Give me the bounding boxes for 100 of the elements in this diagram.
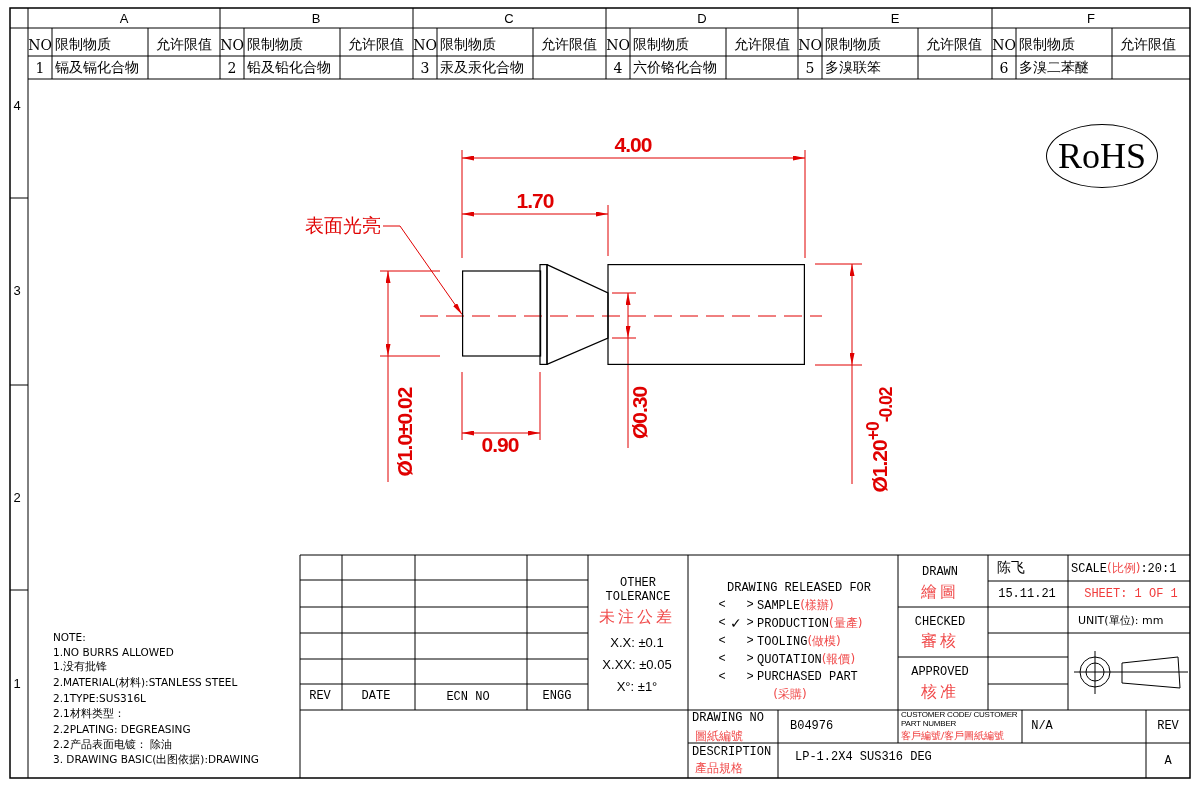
dimension-text: 4.00 (614, 133, 652, 157)
note-text: 2.1TYPE:SUS316L (53, 692, 146, 704)
note-text: 2.1材料类型： (53, 707, 125, 721)
bracket-text: < (718, 616, 726, 630)
field-label: APPROVED (911, 665, 969, 679)
column-header: 限制物质 (55, 36, 111, 54)
note-text: NOTE: (53, 631, 86, 643)
tolerance-value: X.XX: ±0.05 (602, 656, 672, 672)
bracket-text: < (718, 634, 726, 648)
note-text: 1.没有批锋 (53, 660, 108, 674)
column-header: 允许限值 (734, 36, 790, 54)
table-text: 铅及铅化合物 (247, 59, 331, 77)
field-label: 圖紙編號 (695, 727, 743, 745)
column-header: 允许限值 (926, 36, 982, 54)
field-label: 繪圖 (921, 581, 959, 603)
column-header: 限制物质 (1019, 36, 1075, 54)
bracket-text: < (718, 652, 726, 666)
tolerance-title: 未注公差 (599, 606, 675, 628)
column-header: NO (28, 37, 52, 53)
bracket-text: > (746, 616, 754, 630)
note-text: 2.2PLATING: DEGREASING (53, 723, 191, 735)
column-header: 限制物质 (247, 36, 303, 54)
field-value: LP-1.2X4 SUS316 DEG (795, 750, 932, 764)
field-label: 核准 (921, 681, 959, 703)
tolerance-value: X.X: ±0.1 (610, 634, 664, 650)
column-header: REV (309, 689, 331, 703)
field-value: N/A (1031, 719, 1053, 733)
field-label: CUSTOMER CODE/ CUSTOMER PART NUMBER (901, 710, 1019, 728)
bracket-text: > (746, 652, 754, 666)
leader-line (382, 225, 463, 315)
bracket-text: > (746, 598, 754, 612)
pin-drawing (462, 264, 805, 365)
dimension-text: 0.90 (481, 433, 519, 457)
option-text: (報價) (821, 650, 856, 668)
column-header: NO (992, 37, 1016, 53)
release-title: DRAWING RELEASED FOR (727, 581, 871, 595)
field-value: A (1164, 754, 1172, 768)
column-header: DATE (361, 689, 391, 703)
column-header: ENGG (542, 689, 572, 703)
option-text: (采購) (773, 685, 807, 703)
field-label: 產品規格 (695, 759, 743, 777)
field-label: DRAWN (922, 565, 958, 579)
column-header: 允许限值 (156, 36, 212, 54)
table-text: 汞及汞化合物 (440, 59, 524, 77)
field-value: B04976 (790, 719, 834, 733)
bracket-text: > (746, 670, 754, 684)
field-label: REV (1157, 719, 1179, 733)
option-text: (做模) (807, 632, 841, 650)
field-label: DRAWING NO (692, 711, 764, 725)
field-value: SHEET: 1 OF 1 (1084, 587, 1178, 601)
table-text: 六价铬化合物 (633, 59, 717, 77)
option-text: (量產) (829, 614, 863, 632)
grid-letter: A (119, 10, 129, 26)
column-header: NO (220, 37, 244, 53)
table-text: 多溴二苯醚 (1019, 59, 1089, 77)
zone-number: 2 (13, 489, 21, 505)
column-header: 允许限值 (348, 36, 404, 54)
column-header: NO (413, 37, 437, 53)
zone-number: 1 (13, 675, 21, 691)
option-text: QUOTATION (757, 652, 822, 666)
column-header: 限制物质 (825, 36, 881, 54)
note-text: 3. DRAWING BASIC(出图依据):DRAWING (53, 753, 259, 767)
column-header: 限制物质 (633, 36, 689, 54)
table-text: 5 (805, 60, 815, 76)
grid-letter: E (890, 10, 900, 26)
field-label: DESCRIPTION (692, 745, 772, 759)
column-header: 限制物质 (440, 36, 496, 54)
dimension-text: 1.70 (516, 189, 554, 213)
field-value: :20:1 (1140, 561, 1177, 575)
check-mark: ✓ (730, 615, 742, 631)
field-label: 審核 (921, 630, 959, 652)
table-text: 4 (613, 60, 623, 76)
grid-letter: D (697, 10, 707, 26)
table-text: 3 (420, 60, 430, 76)
option-text: PURCHASED PART (757, 670, 858, 684)
tolerance-title: OTHER TOLERANCE (604, 576, 672, 604)
grid-letter: F (1087, 10, 1095, 26)
zone-number: 4 (13, 97, 21, 113)
grid-letter: C (504, 10, 514, 26)
field-value: 陈飞 (997, 559, 1025, 577)
field-label: SCALE (1071, 561, 1107, 575)
column-header: ECN NO (446, 690, 490, 704)
bracket-text: < (718, 670, 726, 684)
table-text: 多溴联笨 (825, 59, 881, 77)
dimension-text: Ø1.0±0.02 (393, 387, 417, 477)
callout-text: 表面光亮 (305, 213, 381, 239)
column-header: NO (798, 37, 822, 53)
option-text: PRODUCTION (757, 616, 829, 630)
field-label: (比例) (1107, 559, 1141, 577)
field-label: CHECKED (914, 615, 966, 629)
table-text: 6 (999, 60, 1009, 76)
table-text: 镉及镉化合物 (55, 59, 139, 77)
table-text: 1 (35, 60, 45, 76)
note-text: 1.NO BURRS ALLOWED (53, 646, 174, 658)
tolerance-value: X°: ±1° (616, 678, 658, 694)
zone-number: 3 (13, 282, 21, 298)
column-header: NO (606, 37, 630, 53)
option-text: TOOLING (757, 634, 808, 648)
field-label: 客戶編號/客戶圖紙編號 (901, 729, 1005, 743)
field-label: UNIT(單位): mm (1078, 612, 1164, 628)
